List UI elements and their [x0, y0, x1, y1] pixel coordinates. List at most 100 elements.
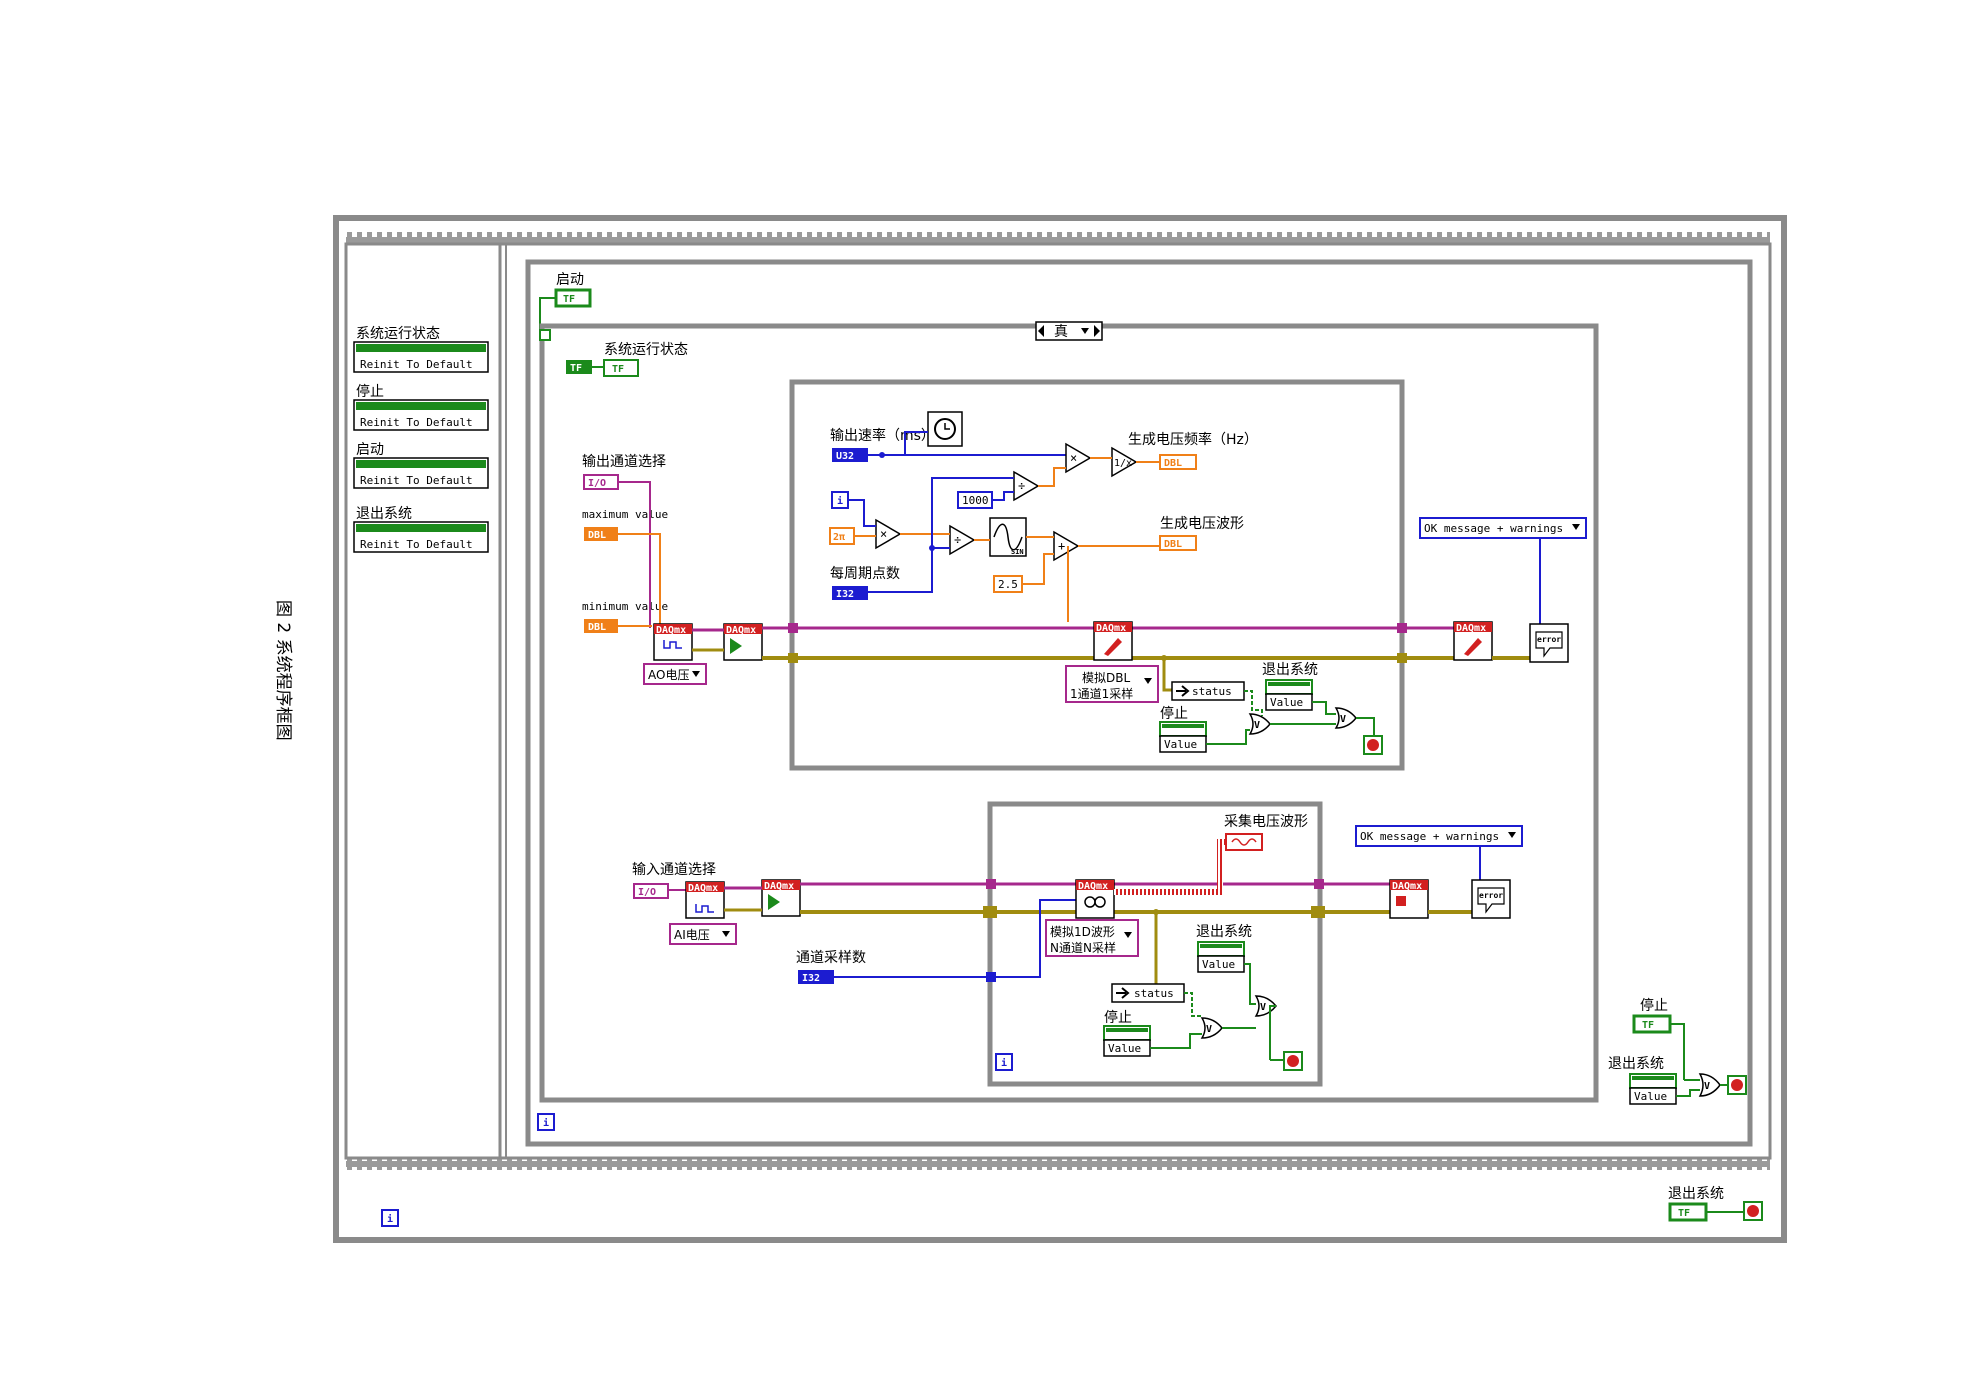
in-io-tag: I/O	[638, 887, 656, 898]
figure-caption: 图 2 系统程序框图	[273, 600, 293, 741]
freq-dbl-tag: DBL	[1164, 458, 1182, 469]
output-while-loop	[789, 379, 1405, 771]
reinit-button-2[interactable]: Reinit To Default	[360, 416, 473, 429]
svg-text:V: V	[1340, 714, 1346, 725]
acq-label: 采集电压波形	[1224, 813, 1308, 830]
const-2-5: 2.5	[998, 578, 1018, 591]
daqmx-tag-5: DAQmx	[688, 883, 718, 894]
wave-dbl-tag: DBL	[1164, 539, 1182, 550]
loop-i-middle: i	[543, 1117, 549, 1129]
lower-status-text: status	[1134, 987, 1174, 1000]
sequence-frame-right	[498, 242, 1772, 1160]
error-handler-lower[interactable]: error	[1471, 879, 1511, 919]
upper-exit-value: Value	[1270, 696, 1303, 709]
const-1000: 1000	[962, 494, 989, 507]
reinit-node-3[interactable]: 启动 Reinit To Default	[353, 442, 489, 489]
svg-text:×: ×	[1070, 451, 1077, 465]
daqmx-clear-lower[interactable]: DAQmx	[1389, 879, 1429, 919]
reinit-label-3: 启动	[356, 442, 384, 458]
reinit-label-4: 退出系统	[356, 506, 412, 522]
daqmx-tag-8: DAQmx	[1392, 881, 1422, 892]
daqmx-read[interactable]: DAQmx	[1075, 879, 1115, 919]
read-mode-selector[interactable]: 模拟1D波形 N通道N采样	[1045, 919, 1139, 957]
wave-label: 生成电压波形	[1160, 516, 1244, 532]
freq-label: 生成电压频率（Hz）	[1128, 431, 1258, 448]
max-label: maximum value	[582, 508, 668, 521]
sine-icon: SIN	[989, 517, 1027, 557]
divide-node-1	[1013, 470, 1040, 502]
bottom-exit-label: 退出系统	[1668, 1186, 1724, 1202]
loop-i-outer: i	[387, 1213, 393, 1225]
read-mode-line2: N通道N采样	[1050, 940, 1116, 955]
write-mode-line1: 模拟DBL	[1082, 671, 1130, 685]
lower-stop-value: Value	[1108, 1042, 1141, 1055]
reinit-button-3[interactable]: Reinit To Default	[360, 474, 473, 487]
min-label: minimum value	[582, 600, 668, 613]
ok-msg-lower: OK message + warnings	[1360, 830, 1499, 843]
right-exit-label: 退出系统	[1608, 1056, 1664, 1072]
reinit-button-4[interactable]: Reinit To Default	[360, 538, 473, 551]
upper-stop-label: 停止	[1160, 705, 1188, 722]
upper-exit-label: 退出系统	[1262, 662, 1318, 678]
error-handler-upper[interactable]: error	[1529, 623, 1569, 663]
ok-msg-selector-lower[interactable]: OK message + warnings	[1355, 825, 1523, 847]
start-label: 启动	[556, 272, 584, 288]
or-node-1	[1248, 713, 1271, 735]
write-mode-selector[interactable]: 模拟DBL 1通道1采样	[1065, 665, 1159, 703]
right-stop-label: 停止	[1640, 997, 1668, 1014]
left-panel: 系统运行状态 Reinit To Default 停止 Reinit To De…	[353, 326, 489, 553]
daqmx-create-channel[interactable]: DAQmx	[653, 623, 693, 661]
reinit-node-4[interactable]: 退出系统 Reinit To Default	[353, 506, 489, 553]
two-pi-const: 2π	[833, 532, 845, 543]
ai-voltage-selector[interactable]: AI电压	[669, 923, 737, 945]
svg-text:÷: ÷	[954, 533, 961, 547]
svg-text:+: +	[1058, 539, 1065, 553]
daqmx-create-channel-ai[interactable]: DAQmx	[685, 881, 725, 919]
lower-exit-value: Value	[1202, 958, 1235, 971]
daqmx-start-task[interactable]: DAQmx	[723, 623, 763, 661]
rate-u32-tag: U32	[836, 451, 854, 462]
upper-status-text: status	[1192, 685, 1232, 698]
svg-text:V: V	[1704, 1081, 1710, 1092]
sequence-top-strip	[346, 232, 1770, 244]
svg-text:×: ×	[880, 527, 887, 541]
upper-stop-value: Value	[1164, 738, 1197, 751]
waveform-indicator	[1225, 833, 1263, 851]
case-selector[interactable]: 真	[1035, 321, 1103, 341]
outer-while-loop	[333, 215, 1787, 1243]
reinit-node-2[interactable]: 停止 Reinit To Default	[353, 383, 489, 431]
case-selector-label: 真	[1054, 324, 1068, 340]
wait-timer-icon	[927, 411, 963, 447]
lower-stop-label: 停止	[1104, 1009, 1132, 1026]
bottom-exit-tf: TF	[1678, 1208, 1690, 1219]
case-structure	[539, 323, 1599, 1103]
loop-i-lower: i	[1001, 1057, 1007, 1069]
status-label: 系统运行状态	[604, 342, 688, 358]
or-node-3	[1200, 1017, 1223, 1039]
daqmx-clear-upper[interactable]: DAQmx	[1453, 621, 1493, 661]
or-node-4	[1254, 995, 1277, 1017]
max-dbl-tag: DBL	[588, 530, 606, 541]
acquire-while-loop	[987, 801, 1323, 1087]
sequence-bottom-strip	[346, 1158, 1770, 1170]
or-node-2	[1334, 707, 1357, 729]
daqmx-write[interactable]: DAQmx	[1093, 621, 1133, 661]
svg-text:V: V	[1254, 720, 1260, 731]
ai-voltage-label: AI电压	[674, 928, 710, 942]
reinit-button-1[interactable]: Reinit To Default	[360, 358, 473, 371]
sine-tag: SIN	[1011, 548, 1024, 556]
multiply-node-2	[875, 518, 902, 550]
reinit-node-1[interactable]: 系统运行状态 Reinit To Default	[353, 326, 489, 373]
lower-exit-label: 退出系统	[1196, 924, 1252, 940]
svg-text:V: V	[1260, 1002, 1266, 1013]
status-tf: TF	[570, 363, 582, 374]
out-channel-label: 输出通道选择	[582, 454, 666, 470]
in-channel-label: 输入通道选择	[632, 862, 716, 878]
svg-text:V: V	[1206, 1024, 1212, 1035]
daqmx-start-task-ai[interactable]: DAQmx	[761, 879, 801, 917]
right-stop-tf: TF	[1642, 1020, 1654, 1031]
ok-msg-selector-upper[interactable]: OK message + warnings	[1419, 517, 1587, 539]
svg-text:1/x: 1/x	[1114, 458, 1132, 469]
ao-voltage-selector[interactable]: AO电压	[643, 663, 707, 685]
